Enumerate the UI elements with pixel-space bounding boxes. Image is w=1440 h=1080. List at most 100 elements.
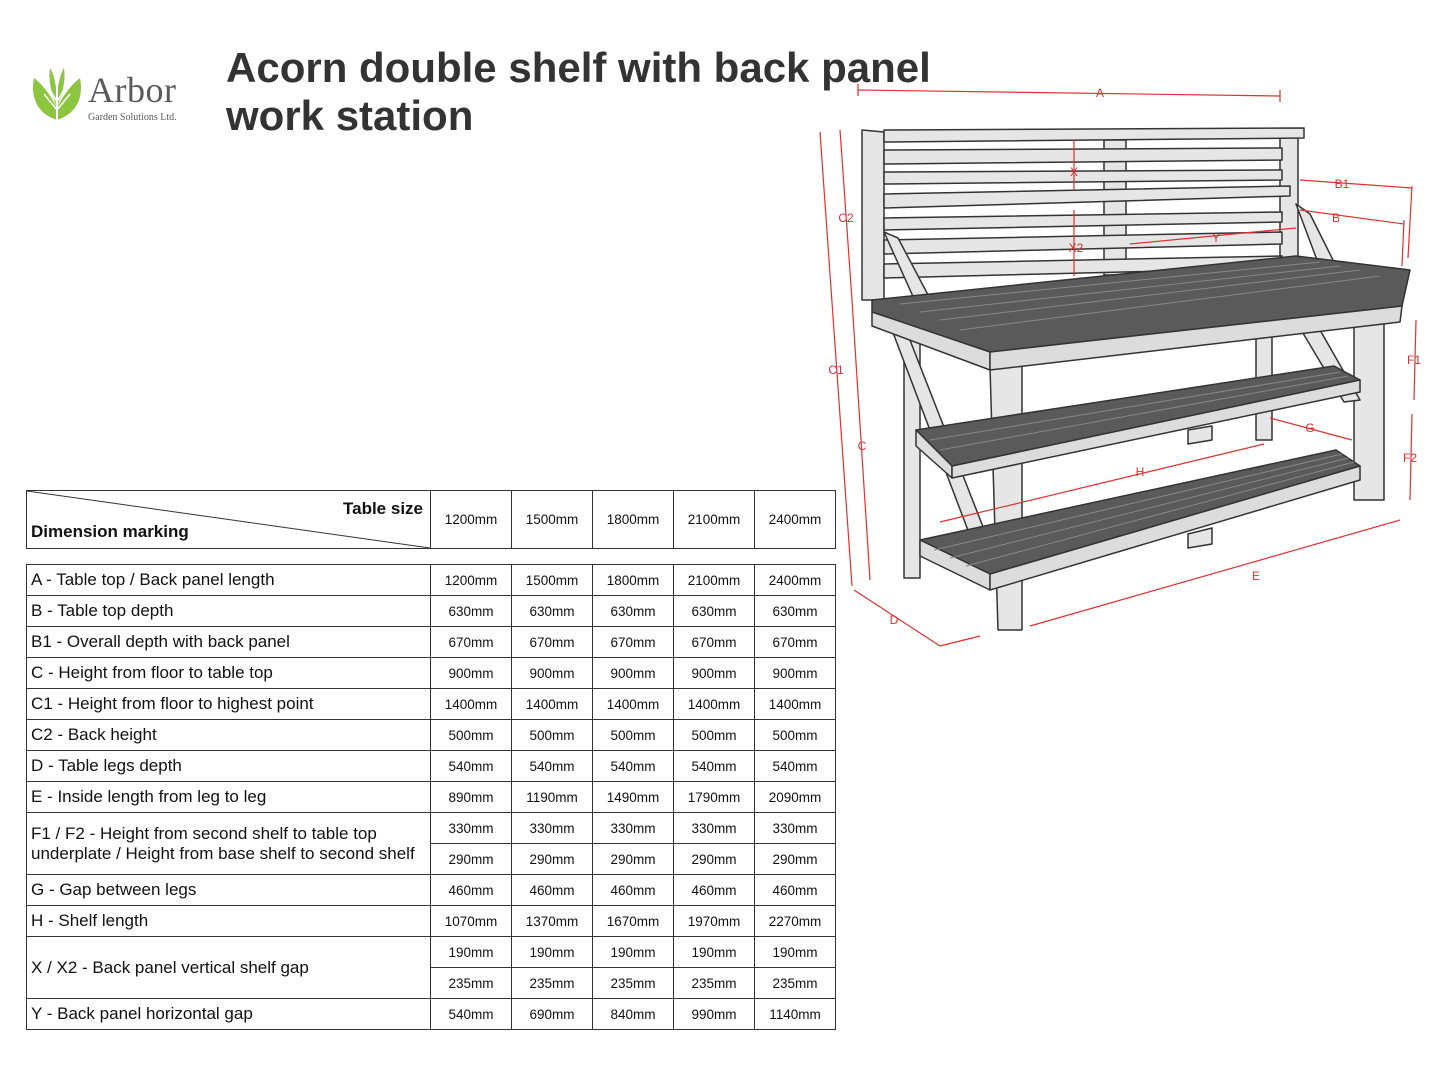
row-label: F1 / F2 - Height from second shelf to ta…: [26, 812, 431, 875]
label-F2: F2: [1403, 451, 1417, 465]
row-value: 1370mm: [511, 905, 593, 937]
row-value: 890mm: [430, 781, 512, 813]
row-value: 1800mm: [592, 564, 674, 596]
row-value: 500mm: [754, 719, 836, 751]
row-value: 2100mm: [673, 564, 755, 596]
row-value: 1790mm: [673, 781, 755, 813]
label-X: X: [1070, 165, 1078, 179]
dimension-marking-label: Dimension marking: [31, 522, 189, 541]
row-value: 1970mm: [673, 905, 755, 937]
label-C: C: [858, 439, 867, 453]
leaf-icon: [32, 68, 82, 120]
table-size-label: Table size: [343, 499, 423, 518]
row-label: Y - Back panel horizontal gap: [26, 998, 431, 1030]
row-label: G - Gap between legs: [26, 874, 431, 906]
label-G: G: [1305, 421, 1314, 435]
row-label: C2 - Back height: [26, 719, 431, 751]
row-value: 900mm: [754, 657, 836, 689]
row-value: 500mm: [511, 719, 593, 751]
row-value: 290mm: [511, 843, 593, 875]
table-header: Table size Dimension marking 1200mm 1500…: [26, 490, 836, 549]
title-line-1: Acorn double shelf with back panel: [226, 44, 931, 91]
row-value: 1490mm: [592, 781, 674, 813]
row-value: 630mm: [511, 595, 593, 627]
row-value: 235mm: [754, 967, 836, 999]
row-value: 190mm: [592, 936, 674, 968]
size-header: 2100mm: [673, 490, 755, 549]
workstation-frame: [861, 127, 1411, 631]
row-value: 190mm: [511, 936, 593, 968]
row-value: 1400mm: [430, 688, 512, 720]
label-Y: Y: [1212, 231, 1220, 245]
row-value: 330mm: [430, 812, 512, 844]
label-B1: B1: [1335, 177, 1350, 191]
label-X2: X2: [1069, 241, 1084, 255]
row-label: C1 - Height from floor to highest point: [26, 688, 431, 720]
row-value: 1670mm: [592, 905, 674, 937]
row-value: 900mm: [511, 657, 593, 689]
workstation-diagram: A B B1 C C1 C2 D E F1 F2 G H X X2 Y: [819, 84, 1421, 647]
row-value: 540mm: [592, 750, 674, 782]
dimension-labels: A B B1 C C1 C2 D E F1 F2 G H X X2 Y: [828, 86, 1421, 627]
row-value: 500mm: [592, 719, 674, 751]
row-value: 460mm: [754, 874, 836, 906]
row-value: 630mm: [430, 595, 512, 627]
row-value: 190mm: [673, 936, 755, 968]
row-value: 1140mm: [754, 998, 836, 1030]
row-label: D - Table legs depth: [26, 750, 431, 782]
row-value: 460mm: [592, 874, 674, 906]
row-value: 290mm: [754, 843, 836, 875]
label-H: H: [1136, 465, 1145, 479]
row-label: E - Inside length from leg to leg: [26, 781, 431, 813]
label-B: B: [1332, 211, 1340, 225]
row-value: 630mm: [754, 595, 836, 627]
row-value: 190mm: [430, 936, 512, 968]
row-value: 460mm: [511, 874, 593, 906]
row-value: 630mm: [673, 595, 755, 627]
row-value: 330mm: [592, 812, 674, 844]
size-header: 1800mm: [592, 490, 674, 549]
row-value: 460mm: [430, 874, 512, 906]
label-D: D: [890, 613, 899, 627]
row-value: 235mm: [511, 967, 593, 999]
row-label: H - Shelf length: [26, 905, 431, 937]
size-header: 1200mm: [430, 490, 512, 549]
row-label: B1 - Overall depth with back panel: [26, 626, 431, 658]
label-F1: F1: [1407, 353, 1421, 367]
row-value: 670mm: [430, 626, 512, 658]
row-value: 190mm: [754, 936, 836, 968]
row-value: 500mm: [430, 719, 512, 751]
row-value: 670mm: [592, 626, 674, 658]
row-value: 670mm: [754, 626, 836, 658]
row-value: 540mm: [673, 750, 755, 782]
row-value: 540mm: [430, 750, 512, 782]
row-value: 460mm: [673, 874, 755, 906]
row-value: 1400mm: [511, 688, 593, 720]
row-value: 330mm: [673, 812, 755, 844]
label-C1: C1: [828, 363, 844, 377]
row-value: 900mm: [673, 657, 755, 689]
row-value: 900mm: [430, 657, 512, 689]
row-value: 670mm: [673, 626, 755, 658]
row-value: 235mm: [673, 967, 755, 999]
row-value: 840mm: [592, 998, 674, 1030]
row-value: 690mm: [511, 998, 593, 1030]
brand-subtitle: Garden Solutions Ltd.: [88, 112, 177, 123]
dimension-lines: [819, 84, 1417, 647]
row-value: 1200mm: [430, 564, 512, 596]
row-label: B - Table top depth: [26, 595, 431, 627]
row-value: 1070mm: [430, 905, 512, 937]
row-value: 235mm: [592, 967, 674, 999]
size-header: 2400mm: [754, 490, 836, 549]
